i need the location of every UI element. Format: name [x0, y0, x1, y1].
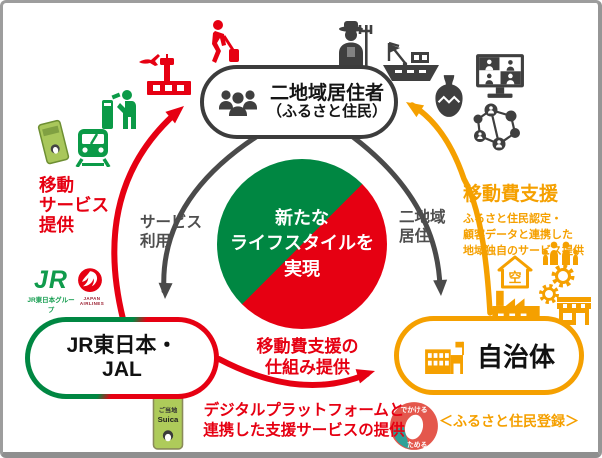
- suica-card-icon: [37, 119, 70, 165]
- arrow-service-use: [161, 134, 259, 294]
- label-resident-registration: ＜ふるさと住民登録＞: [439, 413, 579, 429]
- jr-logo-caption: JR東日本グループ: [27, 296, 75, 314]
- pottery-icon: [435, 75, 463, 117]
- fishing-boat-icon: [383, 41, 439, 81]
- center-line3: 実現: [284, 258, 320, 279]
- label-dual-region-living: 二地域 居住: [399, 209, 446, 245]
- label-travel-cost-support: 移動費支援: [463, 184, 559, 205]
- node-dual-region-residents: 二地域居住者 （ふるさと住民）: [200, 65, 398, 139]
- badge-top-text: でかける: [400, 406, 427, 414]
- family-icon: [543, 241, 578, 265]
- arrow-dual-region: [350, 134, 443, 290]
- local-suica-card-icon: ご当地 Suica: [152, 394, 184, 450]
- government-building-icon: [425, 341, 464, 374]
- label-digital-platform: デジタルプラットフォームと 連携した支援サービスの提供: [203, 402, 405, 439]
- jrjal-line2: JAL: [102, 358, 142, 381]
- ticket-gate-icon: [102, 90, 136, 129]
- traveler-icon: [212, 20, 239, 63]
- node-municipality: 自治体: [394, 316, 584, 395]
- label-mobility-service: 移動 サービス 提供: [39, 175, 109, 235]
- center-line1: 新たな: [275, 208, 329, 229]
- arrow-mobility-service: [111, 109, 180, 322]
- municipality-label: 自治体: [476, 342, 555, 372]
- center-goal-circle: 新たな ライフスタイルを 実現: [217, 159, 387, 329]
- residents-title: 二地域居住者: [269, 82, 384, 104]
- remote-work-icon: [476, 54, 524, 98]
- label-travel-cost-support-detail: ふるさと住民認定・ 顧客データと連携した 地域独自のサービス提供: [463, 213, 584, 257]
- badge-bottom-text: ためる: [407, 440, 427, 449]
- jr-logo-mark: JR: [34, 266, 68, 294]
- jre-point-badge-icon: でかける ためる: [390, 402, 438, 450]
- farmer-icon: [339, 21, 373, 67]
- arrow-travel-support: [409, 102, 493, 316]
- shop-icon: [557, 297, 591, 325]
- gears-icon: [539, 264, 575, 304]
- vacant-house-icon: 空: [497, 255, 533, 289]
- jal-crane-icon: [78, 268, 102, 293]
- train-icon: [75, 129, 111, 167]
- people-group-icon: [218, 90, 257, 116]
- community-network-icon: [473, 103, 520, 151]
- arrow-scheme: [216, 356, 370, 389]
- jr-east-logo: JR JR東日本グループ: [25, 266, 77, 314]
- jrjal-line1: JR東日本・: [66, 333, 178, 357]
- local-suica-line1: ご当地: [159, 407, 178, 415]
- local-suica-line2: Suica: [158, 415, 179, 424]
- airport-icon: [139, 54, 191, 95]
- label-service-use: サービス 利用: [140, 214, 203, 250]
- center-line2: ライフスタイルを: [230, 233, 374, 254]
- residents-subtitle: （ふるさと住民）: [266, 103, 387, 121]
- jal-logo: JAPAN AIRLINES: [75, 266, 109, 306]
- label-support-scheme: 移動費支援の 仕組み提供: [256, 337, 359, 377]
- jal-logo-caption: JAPAN AIRLINES: [79, 296, 105, 306]
- flow-arrows: [111, 102, 493, 389]
- node-jr-east-jal: JR東日本・ JAL: [25, 317, 219, 399]
- vacant-house-char: 空: [508, 270, 521, 285]
